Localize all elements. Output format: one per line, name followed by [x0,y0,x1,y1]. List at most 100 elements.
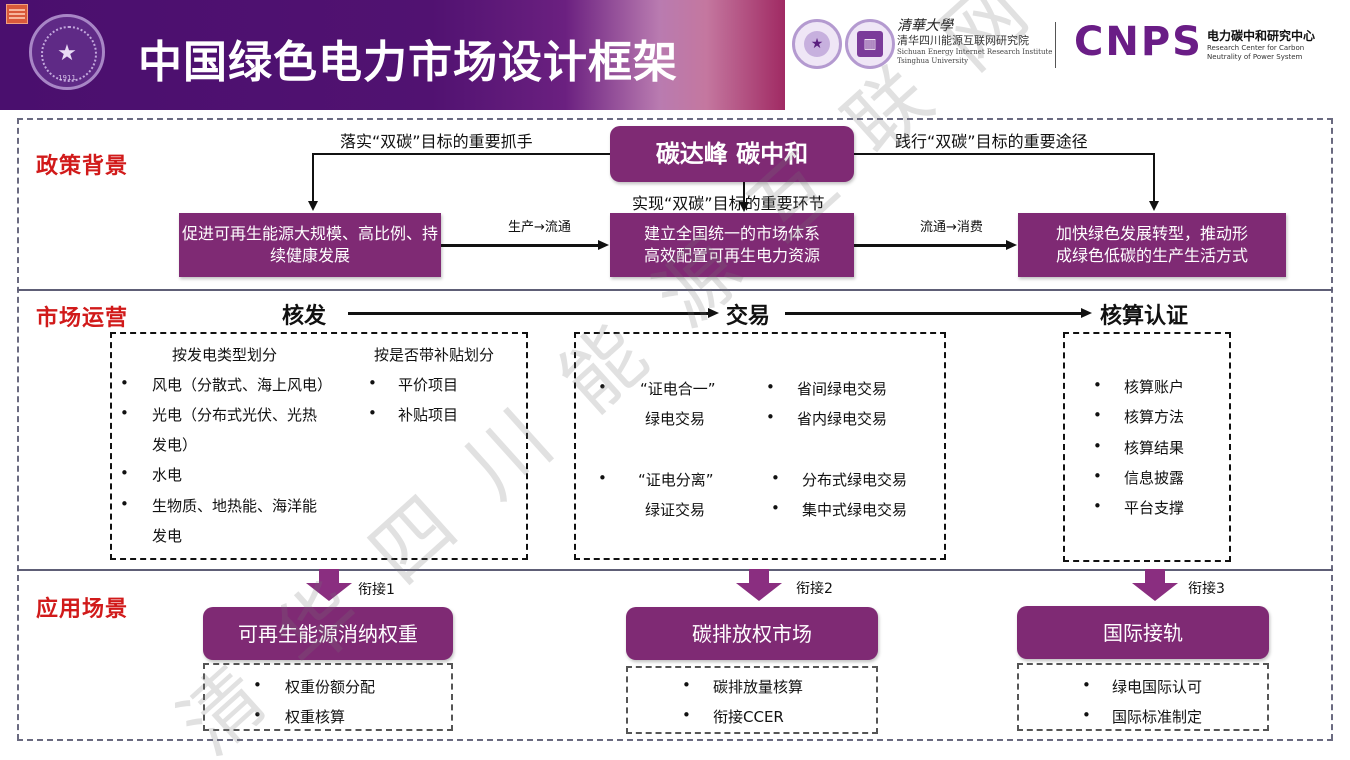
comment-icon[interactable] [6,4,28,24]
scenario-title-box: 碳排放权市场 [626,607,878,660]
section-label-market: 市场运营 [36,306,129,331]
bullet: • [1082,676,1091,694]
unified-market-line-1: 建立全国统一的市场体系 [643,224,820,243]
trading-mode-line-2: 绿证交易 [645,501,706,519]
stage-trading: 交易 [726,304,771,329]
issuance-item: 水电 [152,466,183,484]
trading-type-item: 集中式绿电交易 [802,501,908,519]
accounting-item: 信息披露 [1124,469,1185,487]
arrow-right-icon [1081,308,1092,318]
green-transition-box: 加快绿色发展转型，推动形 成绿色低碳的生产生活方式 [1018,213,1286,277]
connector-line [854,153,1154,155]
arrow-down-icon [306,569,352,601]
accounting-item: 核算账户 [1124,378,1185,396]
bullet: • [766,378,775,396]
connector-label: 衔接2 [796,581,833,597]
arrow-down-icon [1132,569,1178,601]
arrow-right-icon [1006,240,1017,250]
cnps-name-en: Research Center for Carbon Neutrality of… [1207,44,1305,61]
bullet: • [120,495,129,513]
scenario-items-box [1017,663,1269,731]
bullet: • [120,374,129,392]
scenario-title-box: 可再生能源消纳权重 [203,607,453,660]
cnps-name-cn: 电力碳中和研究中心 [1207,29,1316,43]
bullet: • [771,499,780,517]
header-banner: ★ 1911 中国绿色电力市场设计框架 [0,0,785,110]
accounting-item: 核算方法 [1124,408,1185,426]
tsinghua-seal-logo: ★ 1911 [29,14,105,90]
issuance-item: 生物质、地热能、海洋能 [152,497,318,515]
frame-sides [17,118,1333,740]
bullet: • [598,469,607,487]
connector-label: 衔接3 [1188,581,1225,597]
scenario-item: 碳排放量核算 [713,678,804,696]
renewable-development-box: 促进可再生能源大规模、高比例、持续健康发展 [179,213,441,277]
bullet: • [253,706,262,724]
unified-market-line-2: 高效配置可再生电力资源 [643,246,820,265]
mid-link-label: 实现“双碳”目标的重要环节 [632,194,825,213]
scenario-items-box [203,663,453,731]
cnps-logo: CNPS [1074,19,1203,65]
connector-label: 衔接1 [358,582,395,598]
issuance-item: 风电（分散式、海上风电） [152,376,333,394]
arrow-right-icon [708,308,719,318]
stage-arrow-line [785,312,1082,315]
left-link-label: 落实“双碳”目标的重要抓手 [340,132,533,151]
bullet: • [1093,406,1102,424]
bullet: • [771,469,780,487]
institute-name-cn: 清华四川能源互联网研究院 [897,34,1029,47]
scenario-items-box [626,666,878,734]
flow-circulation-consumption: 流通→消费 [920,220,983,235]
section-label-policy: 政策背景 [36,154,129,179]
issuance-item: 光电（分布式光伏、光热 [152,406,318,424]
building-icon: ▥ [857,31,883,57]
scenario-item: 衔接CCER [713,708,784,726]
bullet: • [1082,706,1091,724]
stage-issuance: 核发 [282,304,327,329]
scenario-item: 国际标准制定 [1112,708,1203,726]
institute-name-en: Sichuan Energy Internet Research Institu… [897,48,1053,56]
arrow-down-icon [739,202,749,212]
issuance-col1-header: 按发电类型划分 [172,346,278,364]
scenario-item: 权重核算 [285,708,346,726]
trading-mode-line-2: 绿电交易 [645,410,706,428]
connector-line [312,153,314,203]
subsidy-item: 平价项目 [398,376,459,394]
section-label-application: 应用场景 [36,597,129,622]
star-icon: ★ [804,31,830,57]
trading-type-item: 分布式绿电交易 [802,471,908,489]
unified-market-box: 建立全国统一的市场体系 高效配置可再生电力资源 [610,213,854,277]
bullet: • [253,676,262,694]
stage-arrow-line [348,312,708,315]
connector-line [854,244,1007,247]
bullet: • [598,378,607,396]
scenario-item: 权重份额分配 [285,678,376,696]
tsinghua-script: 清華大學 [897,18,953,34]
trading-mode-line-1: “证电分离” [638,471,714,489]
issuance-item: 发电） [152,436,198,454]
connector-line [312,153,610,155]
arrow-down-icon [308,201,318,211]
bullet: • [1093,497,1102,515]
issuance-item: 发电 [152,527,183,545]
page-title: 中国绿色电力市场设计框架 [138,37,678,88]
stage-accounting: 核算认证 [1100,304,1189,329]
accounting-item: 核算结果 [1124,439,1185,457]
connector-line [441,244,599,247]
institute-seal-logo: ▥ [845,19,895,69]
scenario-item: 绿电国际认可 [1112,678,1203,696]
bullet: • [368,404,377,422]
issuance-box [110,332,528,560]
trading-type-item: 省内绿电交易 [797,410,888,428]
accounting-box [1063,332,1231,562]
section-divider [17,569,1333,571]
bullet: • [120,464,129,482]
arrow-right-icon [598,240,609,250]
seal-year: 1911 [58,74,76,82]
connector-line [743,182,745,204]
trading-box [574,332,946,560]
tsinghua-seal-small-logo: ★ [792,19,842,69]
bullet: • [120,404,129,422]
bullet: • [766,408,775,426]
subsidy-item: 补贴项目 [398,406,459,424]
